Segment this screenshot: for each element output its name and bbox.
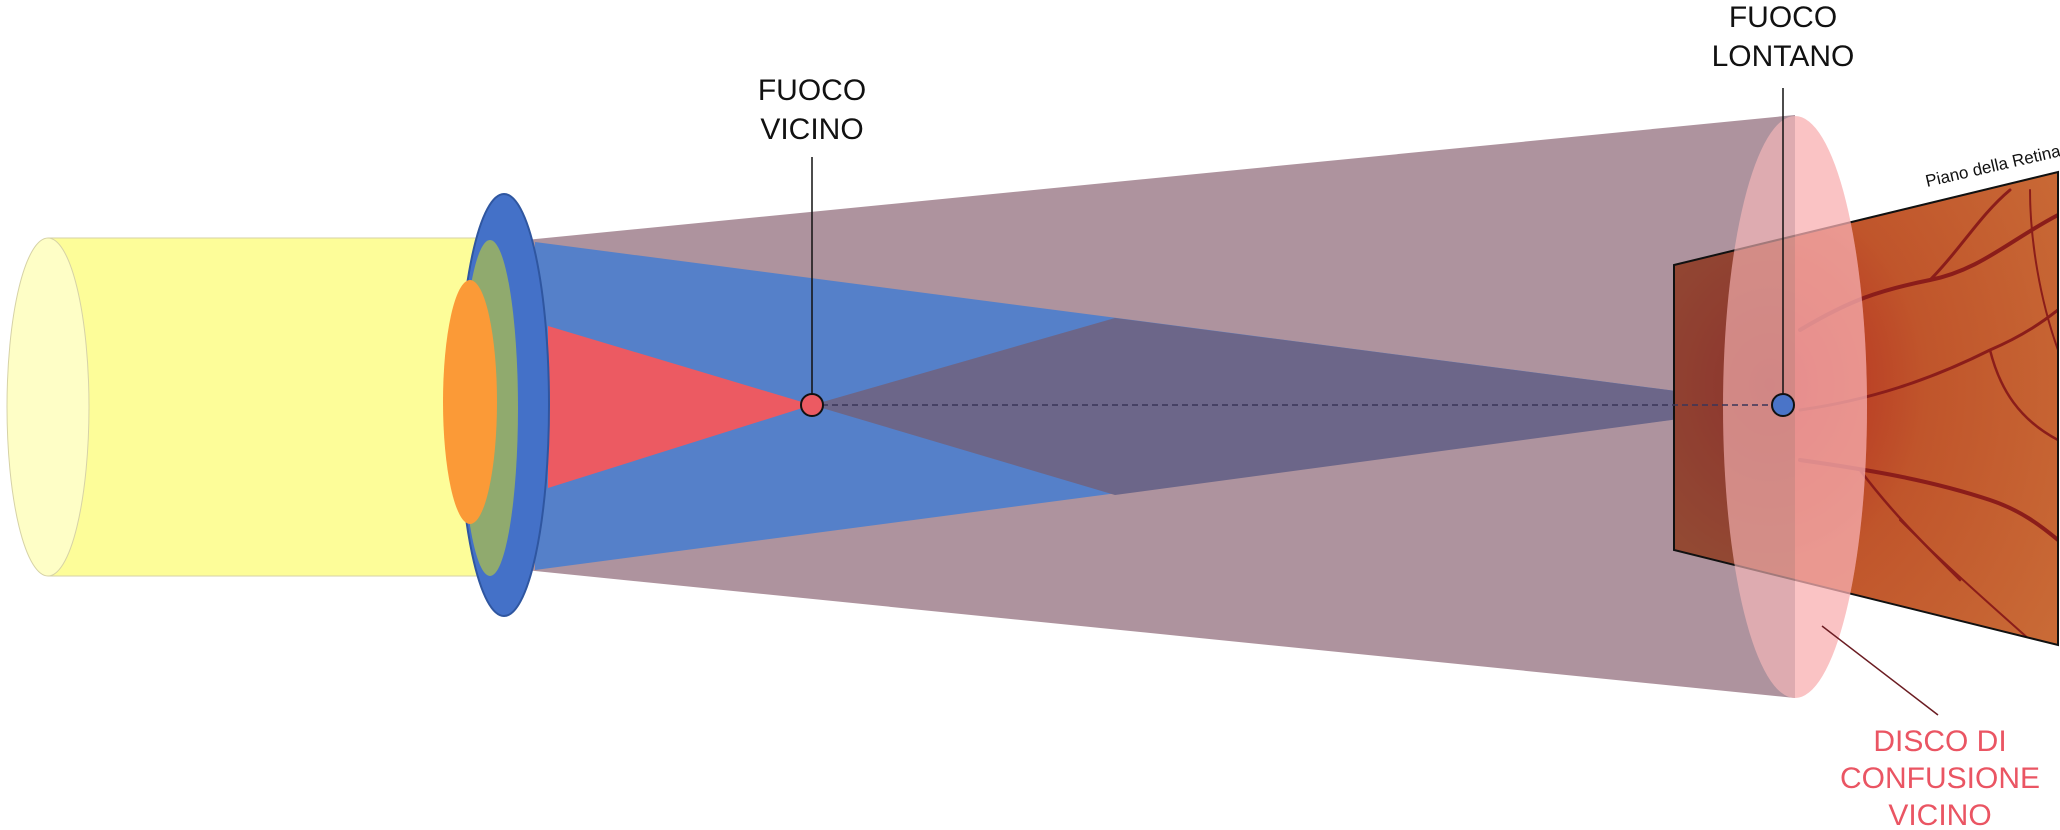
- near-focus-dot: [800, 393, 824, 417]
- near-focus-label-line2: VICINO: [760, 113, 863, 146]
- lens-orange: [443, 280, 497, 524]
- confusion-disc-label-line3: VICINO: [1888, 799, 1991, 830]
- confusion-disc-label-line1: DISCO DI: [1873, 725, 2006, 758]
- light-cylinder-body: [48, 238, 488, 576]
- far-focus-label-line2: LONTANO: [1712, 40, 1855, 73]
- near-focus-label-line1: FUOCO: [758, 74, 866, 107]
- beam-cone-overlap: [812, 318, 1783, 495]
- light-cylinder-cap: [6, 237, 90, 577]
- near-beam: [548, 326, 812, 488]
- confusion-disc-leader: [1821, 625, 1939, 716]
- confusion-disc-label-line2: CONFUSIONE: [1840, 762, 2040, 795]
- confusion-disc: [1723, 116, 1867, 698]
- confusion-disc-front-half: [1795, 116, 1867, 698]
- far-focus-label-line1: FUOCO: [1729, 1, 1837, 34]
- far-focus-dot: [1771, 393, 1795, 417]
